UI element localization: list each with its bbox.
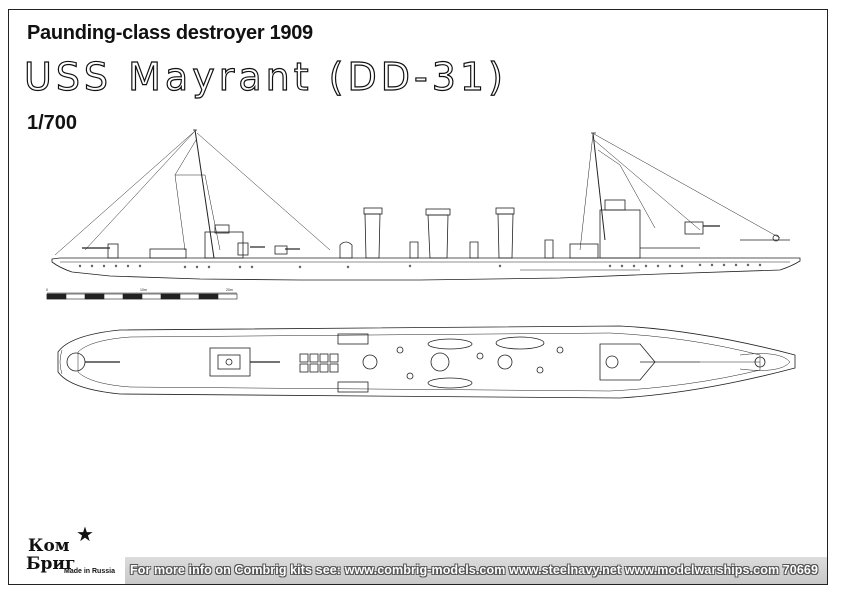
combrig-logo: ★ Ком Бриг Made in Russia — [20, 522, 130, 582]
class-subtitle: Paunding-class destroyer 1909 — [27, 22, 313, 44]
ship-title: USS Mayrant (DD-31) — [23, 55, 507, 99]
scale-tick-20m: 20m — [226, 288, 233, 292]
scale-tick-10m: 10m — [140, 288, 147, 292]
boat — [427, 377, 473, 389]
star-icon: ★ — [76, 524, 94, 546]
logo-line-1: Ком — [28, 536, 70, 556]
scale-label: 1/700 — [27, 112, 78, 134]
scale-tick-0: 0 — [46, 288, 48, 292]
deck-outline — [57, 325, 796, 399]
hull-outline — [51, 257, 801, 281]
scale-bar — [46, 292, 238, 300]
top-view — [57, 325, 796, 399]
boat — [495, 336, 545, 350]
boat — [427, 338, 473, 350]
side-profile — [51, 129, 801, 281]
aft-mast — [194, 129, 215, 259]
funnels — [363, 207, 515, 259]
footer-info: For more info on Combrig kits see: www.c… — [130, 563, 819, 577]
footer-band — [125, 557, 827, 584]
torpedo-tubes — [299, 353, 339, 373]
fore-mast — [592, 132, 606, 241]
drawing-frame — [8, 9, 828, 585]
logo-line-2: Бриг — [26, 554, 76, 574]
rigging — [54, 130, 781, 256]
portholes — [78, 263, 762, 269]
made-in-label: Made in Russia — [64, 568, 115, 575]
